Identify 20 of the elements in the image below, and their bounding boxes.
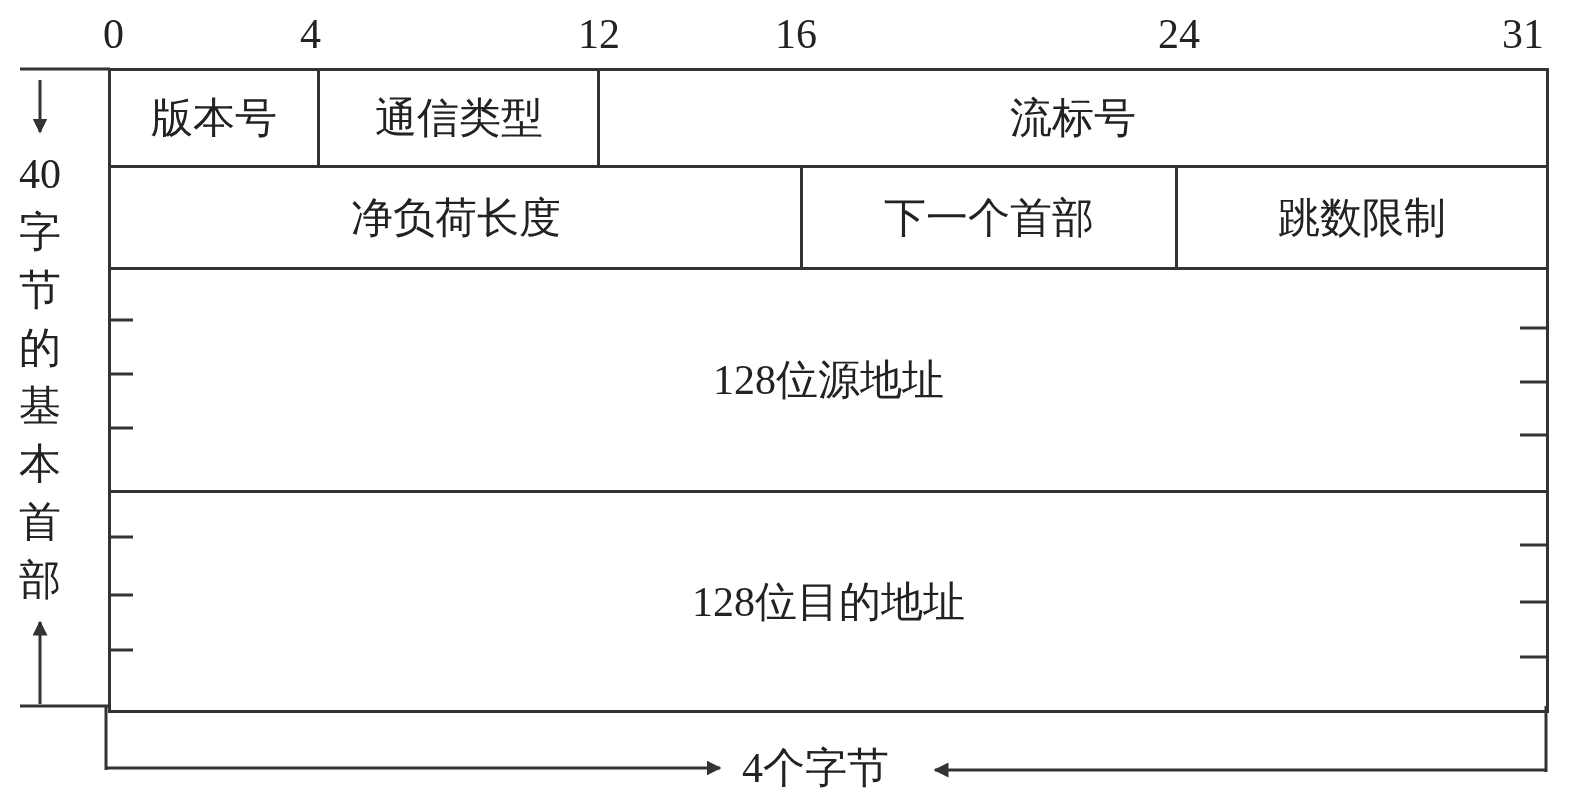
field-name: 净负荷长度 [350, 193, 561, 243]
header-field [108, 267, 1549, 493]
field-name: 通信类型 [374, 94, 543, 143]
bit-number: 31 [1502, 10, 1544, 58]
field-name: 跳数限制 [1278, 193, 1446, 243]
header-field [108, 490, 1549, 713]
dimension-label: 4个字节 [742, 744, 889, 793]
field-name: 版本号 [151, 94, 277, 143]
bit-number: 0 [103, 10, 124, 58]
header-field [597, 68, 1549, 168]
bit-number: 16 [775, 10, 817, 58]
bit-number: 4 [300, 10, 321, 58]
header-field [108, 68, 320, 168]
dimension-label: 40字节的基本首部 [18, 150, 62, 605]
field-name: 流标号 [1010, 94, 1136, 143]
bit-number: 12 [578, 10, 620, 58]
field-name: 下一个首部 [884, 193, 1094, 243]
field-name: 128位目的地址 [692, 577, 965, 627]
bit-number: 24 [1158, 10, 1200, 58]
field-name: 128位源地址 [713, 356, 944, 405]
